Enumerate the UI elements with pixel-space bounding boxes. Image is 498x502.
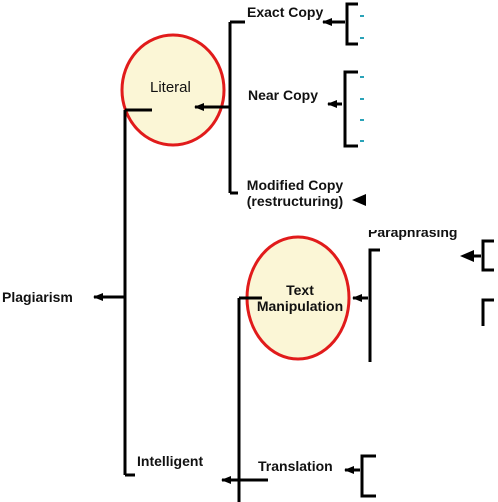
text-manipulation-label-line2: Manipulation xyxy=(256,298,344,314)
plagiarism-label: Plagiarism xyxy=(2,289,73,305)
modified-copy-label-line1: Modified Copy xyxy=(246,177,344,193)
paraphrasing-bracket xyxy=(481,239,494,272)
near-copy-label: Near Copy xyxy=(248,87,319,103)
modified-copy-label-line2: (restructuring) xyxy=(246,193,344,209)
paraphrasing-label: Paraphrasing xyxy=(368,230,458,240)
modified-copy-arrowhead xyxy=(352,194,366,206)
exact-copy-label: Exact Copy xyxy=(247,4,324,20)
text-manipulation-label: Text Manipulation xyxy=(248,282,352,314)
literal-highlight-ellipse xyxy=(120,33,226,147)
exact-copy-bracket xyxy=(345,2,358,46)
lower-partial-bracket xyxy=(481,298,494,326)
translation-bracket xyxy=(360,454,376,498)
modified-copy-label: Modified Copy (restructuring) xyxy=(237,177,353,209)
text-manipulation-bracket xyxy=(368,248,380,362)
intelligent-label: Intelligent xyxy=(137,453,204,469)
paraphrasing-clip: Paraphrasing xyxy=(366,230,476,241)
translation-label: Translation xyxy=(258,458,333,474)
text-manipulation-label-line1: Text xyxy=(286,282,314,298)
literal-label: Literal xyxy=(150,79,191,96)
paraphrasing-arrowhead xyxy=(460,250,474,262)
near-copy-bracket xyxy=(343,70,358,148)
